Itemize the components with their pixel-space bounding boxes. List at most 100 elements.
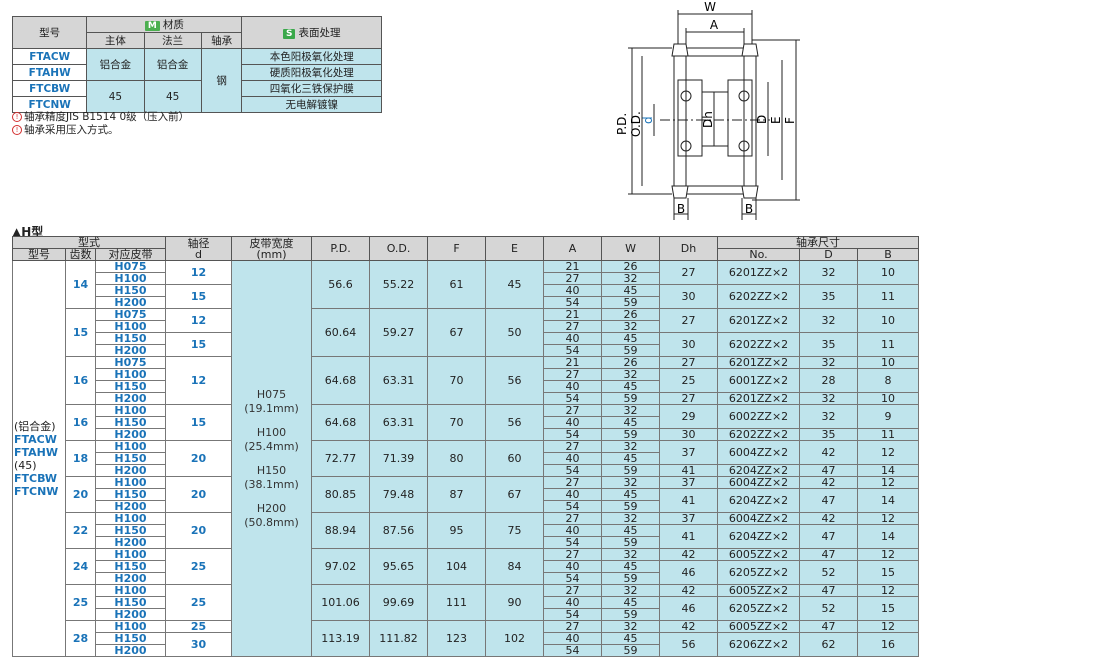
pd-cell: 101.06: [311, 584, 371, 621]
shaft-cell: 20: [165, 512, 233, 549]
w-cell: 59: [601, 464, 661, 477]
bearing-b-cell: 15: [857, 560, 920, 585]
a-cell: 27: [543, 620, 603, 633]
belt-cell: H200: [94, 428, 167, 441]
bearing-d-cell: 47: [799, 548, 859, 561]
bearing-dh-cell: 27: [659, 260, 719, 285]
bearing-d-cell: 62: [799, 632, 859, 657]
bearing-d-cell: 47: [799, 524, 859, 549]
bearing-d-cell: 47: [799, 464, 859, 477]
e-cell: 45: [485, 260, 545, 309]
a-cell: 54: [543, 392, 603, 405]
bearing-d-cell: 32: [799, 356, 859, 369]
bearing-dh-cell: 41: [659, 488, 719, 513]
bearing-dh-cell: 42: [659, 584, 719, 597]
mat-model: FTAHW: [11, 64, 88, 81]
f-cell: 95: [427, 512, 487, 549]
bearing-b-cell: 12: [857, 620, 920, 633]
mat-body-steel: 45: [86, 80, 145, 113]
bearing-no-cell: 6205ZZ×2: [717, 596, 801, 621]
mat-header-bearing: 轴承: [200, 32, 243, 49]
bearing-dh-cell: 25: [659, 368, 719, 393]
f-cell: 70: [427, 356, 487, 405]
bearing-d-cell: 47: [799, 488, 859, 513]
pd-cell: 88.94: [311, 512, 371, 549]
a-cell: 27: [543, 548, 603, 561]
shaft-cell: 25: [165, 620, 233, 633]
w-cell: 32: [601, 368, 661, 381]
th-bearing: 轴承尺寸: [717, 236, 920, 249]
a-cell: 27: [543, 440, 603, 453]
w-cell: 45: [601, 560, 661, 573]
e-cell: 102: [485, 620, 545, 657]
w-cell: 26: [601, 356, 661, 369]
belt-cell: H100: [94, 548, 167, 561]
bearing-no-cell: 6201ZZ×2: [717, 392, 801, 405]
bearing-d-cell: 32: [799, 392, 859, 405]
shaft-cell: 12: [165, 356, 233, 405]
belt-cell: H075: [94, 260, 167, 273]
a-cell: 54: [543, 644, 603, 657]
w-cell: 59: [601, 644, 661, 657]
bearing-dh-cell: 46: [659, 596, 719, 621]
bearing-no-cell: 6204ZZ×2: [717, 488, 801, 513]
a-cell: 40: [543, 416, 603, 429]
th-width: 皮带宽度(mm): [231, 236, 313, 261]
belt-width-label: (50.8mm): [244, 515, 299, 529]
mat-surface: 四氧化三铁保护膜: [241, 80, 382, 97]
dim-b-label: B: [745, 202, 753, 216]
bearing-d-cell: 52: [799, 596, 859, 621]
a-cell: 21: [543, 356, 603, 369]
belt-cell: H075: [94, 356, 167, 369]
belt-cell: H100: [94, 512, 167, 525]
belt-cell: H075: [94, 308, 167, 321]
shaft-cell: 20: [165, 476, 233, 513]
belt-width-label: (25.4mm): [244, 439, 299, 453]
series-label: (45): [14, 458, 37, 472]
dim-a-label: A: [710, 18, 719, 32]
section-title: ▲H型: [12, 225, 44, 239]
a-cell: 27: [543, 584, 603, 597]
mat-body-al: 铝合金: [86, 48, 145, 81]
dim-od-label: O.D.: [629, 111, 643, 137]
w-cell: 45: [601, 488, 661, 501]
belt-width-cell: H075(19.1mm)H100(25.4mm)H150(38.1mm)H200…: [231, 260, 313, 657]
mat-header-body: 主体: [86, 32, 145, 49]
belt-cell: H150: [94, 488, 167, 501]
bearing-dh-cell: 30: [659, 332, 719, 357]
bearing-d-cell: 28: [799, 368, 859, 393]
belt-cell: H100: [94, 368, 167, 381]
pd-cell: 60.64: [311, 308, 371, 357]
e-cell: 67: [485, 476, 545, 513]
a-cell: 40: [543, 452, 603, 465]
th-bearing-b: B: [857, 248, 920, 261]
mat-surface: 硬质阳极氧化处理: [241, 64, 382, 81]
bearing-d-cell: 35: [799, 428, 859, 441]
th-pd: P.D.: [311, 236, 371, 261]
w-cell: 32: [601, 404, 661, 417]
bearing-d-cell: 32: [799, 404, 859, 429]
bearing-no-cell: 6001ZZ×2: [717, 368, 801, 393]
f-cell: 80: [427, 440, 487, 477]
bearing-b-cell: 12: [857, 548, 920, 561]
w-cell: 45: [601, 596, 661, 609]
teeth-cell: 22: [65, 512, 96, 549]
belt-width-label: (19.1mm): [244, 401, 299, 415]
th-e: E: [485, 236, 545, 261]
a-cell: 40: [543, 596, 603, 609]
th-od: O.D.: [369, 236, 429, 261]
bearing-b-cell: 12: [857, 584, 920, 597]
bearing-b-cell: 16: [857, 632, 920, 657]
teeth-cell: 28: [65, 620, 96, 657]
pd-cell: 64.68: [311, 404, 371, 441]
f-cell: 67: [427, 308, 487, 357]
th-dh: Dh: [659, 236, 719, 261]
bearing-no-cell: 6202ZZ×2: [717, 284, 801, 309]
